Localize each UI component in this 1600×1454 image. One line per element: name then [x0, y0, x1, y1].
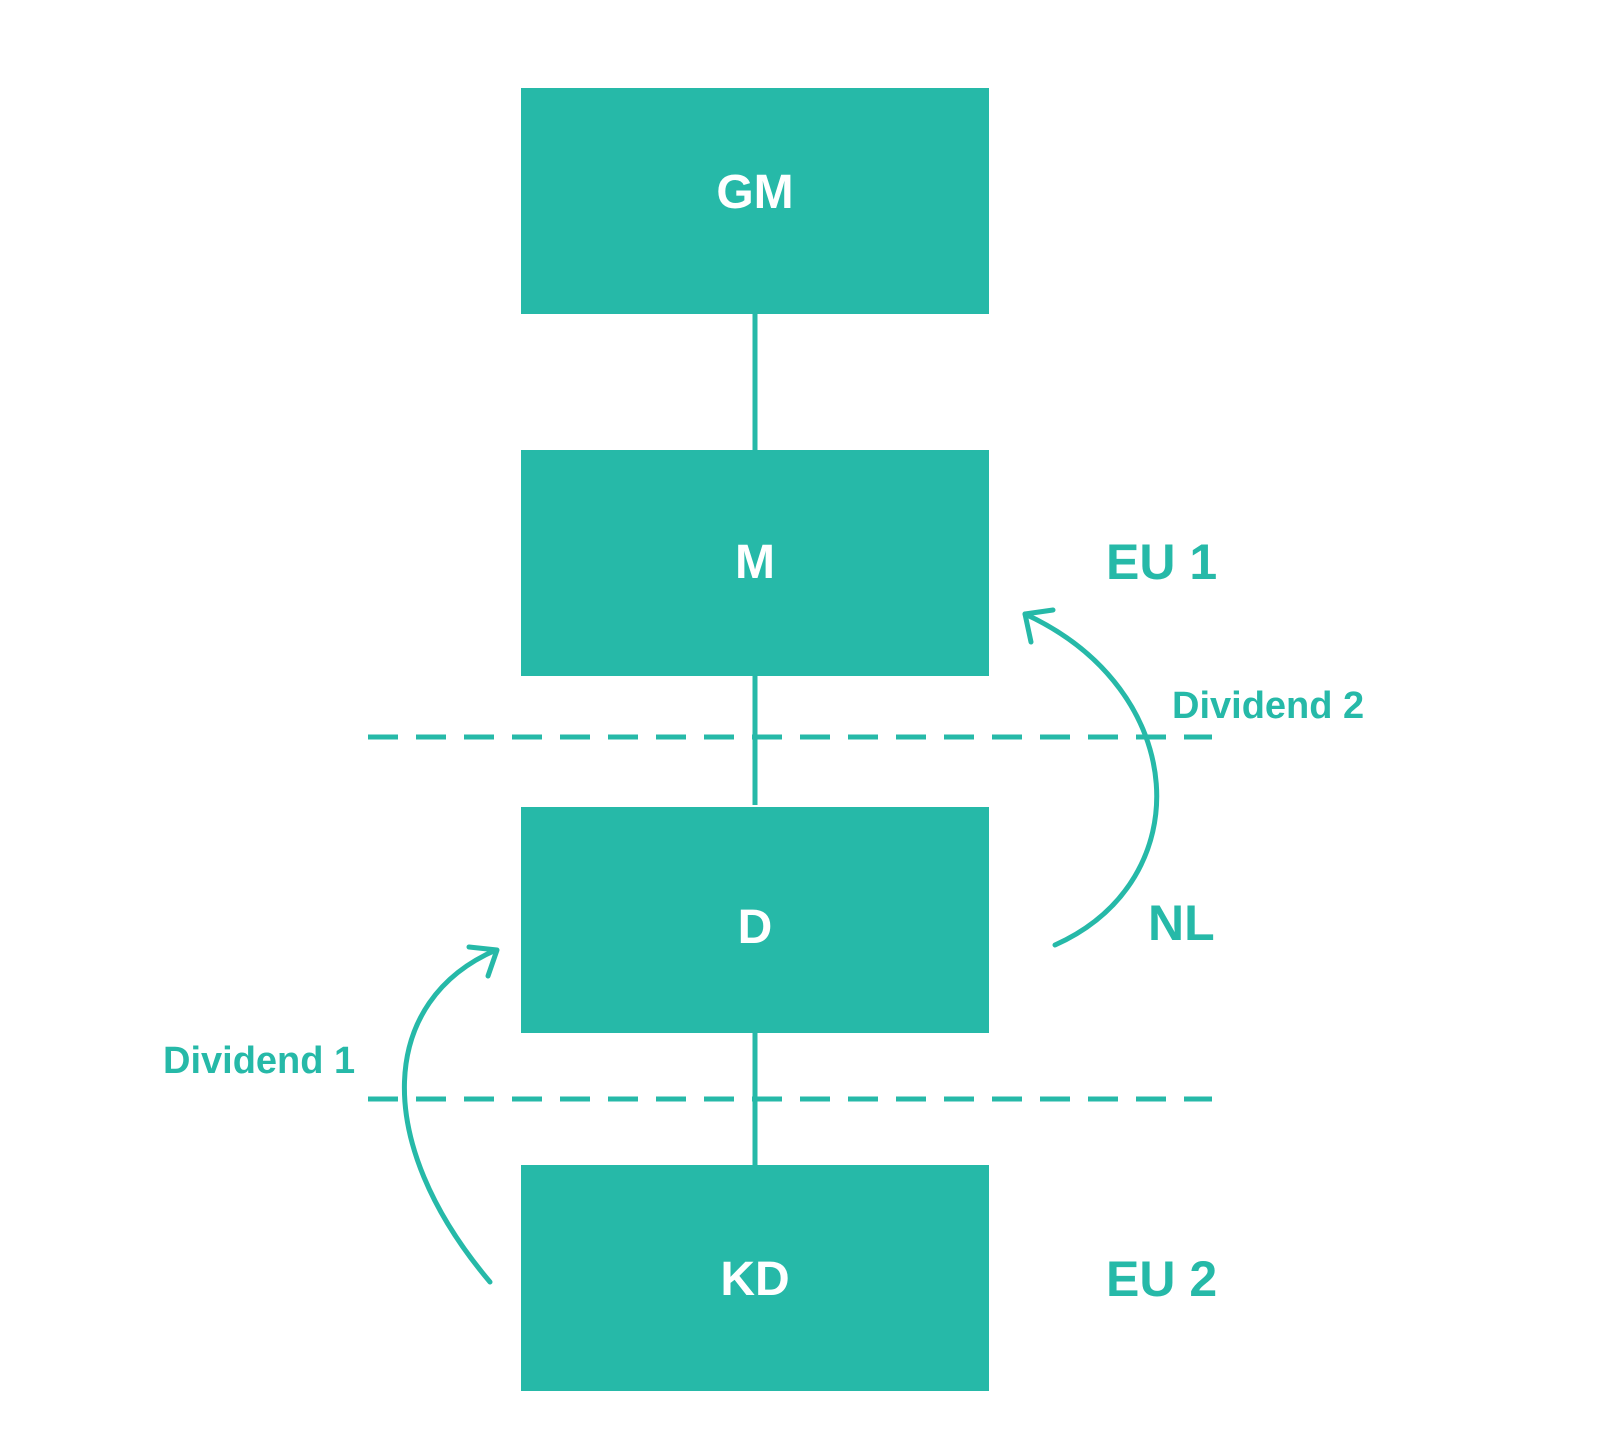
entity-label-gm: GM	[716, 166, 793, 219]
dividend-2-arrow	[1022, 607, 1160, 948]
flow-label-dividend-1: Dividend 1	[163, 1040, 355, 1082]
region-label-eu2: EU 2	[1106, 1251, 1217, 1307]
region-label-nl: NL	[1148, 895, 1215, 951]
flow-label-dividend-2: Dividend 2	[1172, 685, 1364, 727]
dividend-1-arrowhead-icon	[466, 944, 500, 979]
entity-box-gm: GM	[521, 88, 989, 314]
entity-label-kd: KD	[720, 1253, 789, 1306]
region-label-eu1: EU 1	[1106, 534, 1217, 590]
entity-box-kd: KD	[521, 1165, 989, 1391]
entity-label-m: M	[735, 536, 775, 589]
dividend-1-arrow	[402, 944, 500, 1285]
dividend-2-arrowhead-icon	[1022, 607, 1056, 645]
entity-box-d: D	[521, 807, 989, 1033]
entity-box-m: M	[521, 450, 989, 676]
entity-label-d: D	[738, 901, 773, 954]
